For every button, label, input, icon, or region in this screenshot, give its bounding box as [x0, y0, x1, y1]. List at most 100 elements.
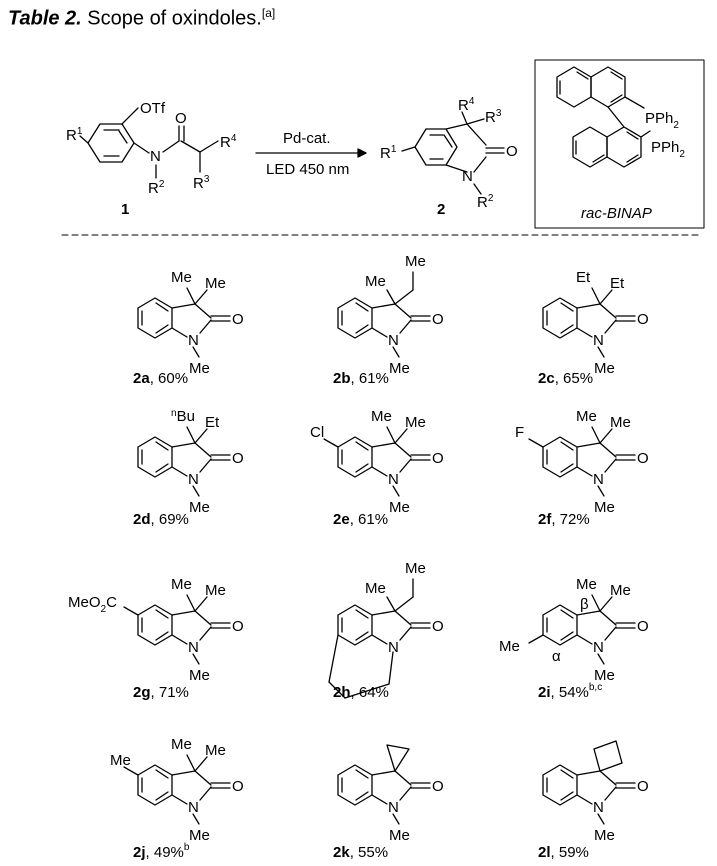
n-methyl: Me: [389, 360, 410, 377]
n-label: N: [150, 148, 161, 165]
alpha-label: α: [552, 648, 561, 665]
compound-yield: , 61%: [350, 511, 388, 528]
compound-caption: 2c, 65%: [538, 370, 593, 387]
n-methyl: Me: [594, 827, 615, 844]
carbonyl-o: O: [175, 110, 187, 127]
n-atom: N: [188, 471, 199, 488]
n-atom: N: [593, 799, 604, 816]
starting-material-1: OTf R1 N R2 O R4 R3 1: [66, 100, 237, 218]
compound-id: 2a: [133, 370, 150, 387]
c3-right-group: Et: [610, 275, 625, 292]
product-r2: R2: [477, 193, 494, 211]
n-methyl: Me: [389, 499, 410, 516]
r3-label: R3: [193, 174, 210, 192]
n-atom: N: [188, 332, 199, 349]
compound-yield: , 64%: [351, 684, 389, 701]
compound-yield: , 54%: [551, 684, 589, 701]
c3-left-group: Me: [171, 736, 192, 753]
reaction-arrow: Pd-cat. LED 450 nm: [255, 130, 367, 178]
compound-yield: , 60%: [150, 370, 188, 387]
compound-yield: , 72%: [551, 511, 589, 528]
carbonyl-o: O: [432, 618, 444, 635]
carbonyl-o: O: [432, 778, 444, 795]
c3-left-group: Me: [371, 408, 392, 425]
compound-caption: 2f, 72%: [538, 511, 590, 528]
compound-id: 2d: [133, 511, 151, 528]
n-atom: N: [593, 639, 604, 656]
pph2-bottom: PPh2: [651, 139, 685, 160]
n-methyl: Me: [189, 827, 210, 844]
compound-yield: , 69%: [151, 511, 189, 528]
n-atom: N: [388, 332, 399, 349]
c3-left-group: Me: [576, 576, 597, 593]
compound-yield: , 55%: [350, 844, 388, 861]
n-methyl: Me: [189, 499, 210, 516]
compound-caption: 2a, 60%: [133, 370, 188, 387]
product-r4: R4: [458, 96, 475, 114]
compound-id: 2k: [333, 844, 350, 861]
reagent-catalyst: Pd-cat.: [283, 130, 331, 147]
c3-left-group: Me: [171, 576, 192, 593]
product-n: N: [462, 168, 473, 185]
c3-right-group: Me: [205, 275, 226, 292]
reagent-light: LED 450 nm: [266, 161, 349, 178]
product-2: O N R2 R4 R3 R1 2: [380, 96, 518, 218]
ethyl-methyl: Me: [405, 560, 426, 577]
n-methyl: Me: [594, 360, 615, 377]
c6-methyl: Me: [499, 638, 520, 655]
c3-left-group: Et: [576, 269, 591, 286]
pph2-top: PPh2: [645, 110, 679, 131]
aryl-substituent: Me: [110, 752, 131, 769]
c3-left-group: nBu: [171, 408, 195, 425]
compound-2c: O N Me Et Et 2c, 65%: [538, 269, 649, 387]
compound-yield: , 49%: [146, 844, 184, 861]
c3-right-group: Me: [205, 742, 226, 759]
carbonyl-o: O: [637, 311, 649, 328]
n-atom: N: [593, 332, 604, 349]
compound-id: 2l: [538, 844, 551, 861]
n-atom: N: [188, 639, 199, 656]
n-atom: N: [388, 799, 399, 816]
c3-right-group: Me: [610, 582, 631, 599]
compound-caption: 2e, 61%: [333, 511, 388, 528]
compound-caption: 2i, 54%b,c: [538, 682, 602, 701]
compound-caption: 2g, 71%: [133, 684, 189, 701]
carbonyl-o: O: [232, 778, 244, 795]
beta-label: β: [580, 596, 589, 613]
n-methyl: Me: [189, 667, 210, 684]
compound-2-label: 2: [437, 201, 445, 218]
n-atom: N: [388, 639, 399, 656]
table-caption: Scope of oxindoles.: [87, 7, 262, 30]
aryl-substituent: Cl: [310, 424, 324, 441]
compound-caption: 2h, 64%: [333, 684, 389, 701]
carbonyl-o: O: [232, 618, 244, 635]
table-title: Table 2. Scope of oxindoles.[a]: [8, 6, 275, 31]
compound-id: 2g: [133, 684, 151, 701]
ester-group: MeO2C: [68, 594, 117, 615]
n-atom: N: [188, 799, 199, 816]
compound-yield: , 71%: [151, 684, 189, 701]
compound-caption: 2l, 59%: [538, 844, 589, 861]
compound-yield: , 65%: [555, 370, 593, 387]
c3-methyl: Me: [365, 580, 386, 597]
compound-caption: 2d, 69%: [133, 511, 189, 528]
carbonyl-o: O: [637, 778, 649, 795]
n-atom: N: [388, 471, 399, 488]
compound-id: 2e: [333, 511, 350, 528]
product-r3: R3: [485, 108, 502, 126]
r1-label: R1: [66, 126, 83, 144]
c3-methyl: Me: [365, 273, 386, 290]
binap-label: rac-BINAP: [581, 205, 652, 222]
compound-id: 2j: [133, 844, 146, 861]
r4-label: R4: [220, 133, 237, 151]
compound-yield: , 61%: [351, 370, 389, 387]
r2-label: R2: [148, 179, 165, 197]
n-methyl: Me: [389, 827, 410, 844]
